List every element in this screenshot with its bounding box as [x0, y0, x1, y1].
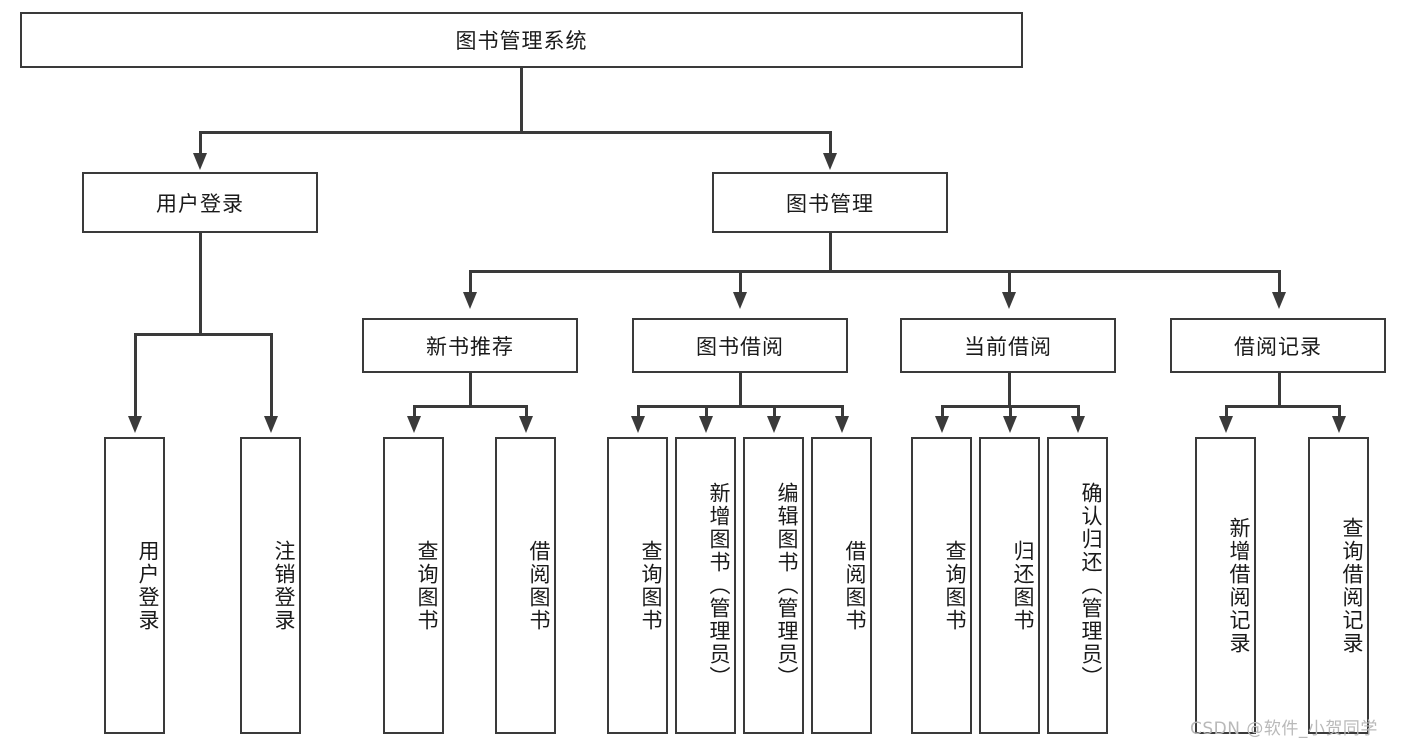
arrowhead-leaf-bb-4: [835, 416, 849, 433]
edge-root-stem: [520, 68, 523, 131]
arrowhead-leaf-borrow-book-1: [519, 416, 533, 433]
arrowhead-leaf-user-login-2: [264, 416, 278, 433]
edge-to-book-manage: [829, 131, 832, 156]
edge-user-login-stem: [199, 233, 202, 335]
edge-book-borrow-drop-2: [705, 405, 708, 418]
node-root-system[interactable]: 图书管理系统: [20, 12, 1023, 68]
edge-new-book-bar: [413, 405, 528, 408]
edge-root-bar: [199, 131, 832, 134]
node-new-book-recommend[interactable]: 新书推荐: [362, 318, 578, 373]
edge-drop-borrow-record: [1278, 270, 1281, 294]
node-label: 查询图书: [415, 539, 439, 632]
arrowhead-leaf-cb-1: [935, 416, 949, 433]
node-current-borrow[interactable]: 当前借阅: [900, 318, 1116, 373]
edge-current-borrow-drop-2: [1009, 405, 1012, 418]
node-leaf-user-login[interactable]: 用户登录: [104, 437, 165, 734]
node-label: 图书管理: [786, 191, 874, 216]
node-label: 查询图书: [943, 539, 967, 632]
node-label: 注销登录: [272, 539, 296, 632]
edge-borrow-record-drop-2: [1338, 405, 1341, 418]
arrowhead-book-manage: [823, 153, 837, 170]
edge-drop-current-borrow: [1008, 270, 1011, 294]
arrowhead-leaf-query-book-1: [407, 416, 421, 433]
node-label: 归还图书: [1011, 539, 1035, 632]
node-label: 借阅记录: [1234, 334, 1322, 359]
node-label: 编辑图书（管理员）: [775, 482, 799, 689]
arrowhead-new-book: [463, 292, 477, 309]
arrowhead-user-login: [193, 153, 207, 170]
node-leaf-confirm-return-admin[interactable]: 确认归还（管理员）: [1047, 437, 1108, 734]
node-leaf-borrow-book-borrow[interactable]: 借阅图书: [811, 437, 872, 734]
arrowhead-leaf-bb-2: [699, 416, 713, 433]
edge-new-book-stem: [469, 373, 472, 407]
edge-borrow-record-stem: [1278, 373, 1281, 407]
node-label: 图书管理系统: [455, 29, 588, 53]
edge-drop-book-borrow: [739, 270, 742, 294]
edge-book-borrow-drop-1: [637, 405, 640, 418]
node-book-manage[interactable]: 图书管理: [712, 172, 948, 233]
node-label: 用户登录: [156, 191, 244, 216]
edge-user-login-bar: [134, 333, 272, 336]
edge-borrow-record-bar: [1225, 405, 1340, 408]
edge-book-borrow-stem: [739, 373, 742, 407]
arrowhead-leaf-br-2: [1332, 416, 1346, 433]
edge-new-book-drop-2: [525, 405, 528, 418]
node-label: 借阅图书: [527, 539, 551, 632]
arrowhead-leaf-bb-3: [767, 416, 781, 433]
node-leaf-return-book[interactable]: 归还图书: [979, 437, 1040, 734]
edge-user-login-drop-1: [134, 333, 137, 418]
arrowhead-leaf-bb-1: [631, 416, 645, 433]
node-label: 新增图书（管理员）: [707, 482, 731, 689]
arrowhead-leaf-br-1: [1219, 416, 1233, 433]
watermark-text: CSDN @软件_小贺同学: [1190, 719, 1378, 739]
arrowhead-book-borrow: [733, 292, 747, 309]
node-leaf-borrow-book-recommend[interactable]: 借阅图书: [495, 437, 556, 734]
edge-book-manage-stem: [829, 233, 832, 272]
node-label: 确认归还（管理员）: [1079, 482, 1103, 689]
node-leaf-logout[interactable]: 注销登录: [240, 437, 301, 734]
edge-current-borrow-stem: [1008, 373, 1011, 407]
edge-borrow-record-drop-1: [1225, 405, 1228, 418]
arrowhead-leaf-cb-3: [1071, 416, 1085, 433]
node-leaf-query-book-recommend[interactable]: 查询图书: [383, 437, 444, 734]
node-leaf-add-book-admin[interactable]: 新增图书（管理员）: [675, 437, 736, 734]
edge-drop-new-book: [469, 270, 472, 294]
edge-current-borrow-drop-3: [1077, 405, 1080, 418]
node-user-login[interactable]: 用户登录: [82, 172, 318, 233]
edge-to-user-login: [199, 131, 202, 156]
node-label: 图书借阅: [696, 334, 784, 359]
arrowhead-borrow-record: [1272, 292, 1286, 309]
node-label: 借阅图书: [843, 539, 867, 632]
node-label: 新书推荐: [426, 334, 514, 359]
node-leaf-query-borrow-record[interactable]: 查询借阅记录: [1308, 437, 1369, 734]
edge-book-borrow-drop-3: [773, 405, 776, 418]
edge-book-manage-bar: [469, 270, 1280, 273]
arrowhead-leaf-user-login-1: [128, 416, 142, 433]
edge-new-book-drop-1: [413, 405, 416, 418]
node-book-borrow[interactable]: 图书借阅: [632, 318, 848, 373]
node-leaf-query-book-current[interactable]: 查询图书: [911, 437, 972, 734]
node-borrow-record[interactable]: 借阅记录: [1170, 318, 1386, 373]
node-leaf-edit-book-admin[interactable]: 编辑图书（管理员）: [743, 437, 804, 734]
node-label: 用户登录: [136, 539, 160, 632]
edge-book-borrow-bar: [637, 405, 843, 408]
edge-user-login-drop-2: [270, 333, 273, 418]
node-label: 当前借阅: [964, 334, 1052, 359]
arrowhead-leaf-cb-2: [1003, 416, 1017, 433]
node-label: 新增借阅记录: [1227, 516, 1251, 655]
node-leaf-query-book-borrow[interactable]: 查询图书: [607, 437, 668, 734]
node-label: 查询借阅记录: [1340, 516, 1364, 655]
arrowhead-current-borrow: [1002, 292, 1016, 309]
edge-book-borrow-drop-4: [841, 405, 844, 418]
node-leaf-add-borrow-record[interactable]: 新增借阅记录: [1195, 437, 1256, 734]
node-label: 查询图书: [639, 539, 663, 632]
edge-current-borrow-drop-1: [941, 405, 944, 418]
